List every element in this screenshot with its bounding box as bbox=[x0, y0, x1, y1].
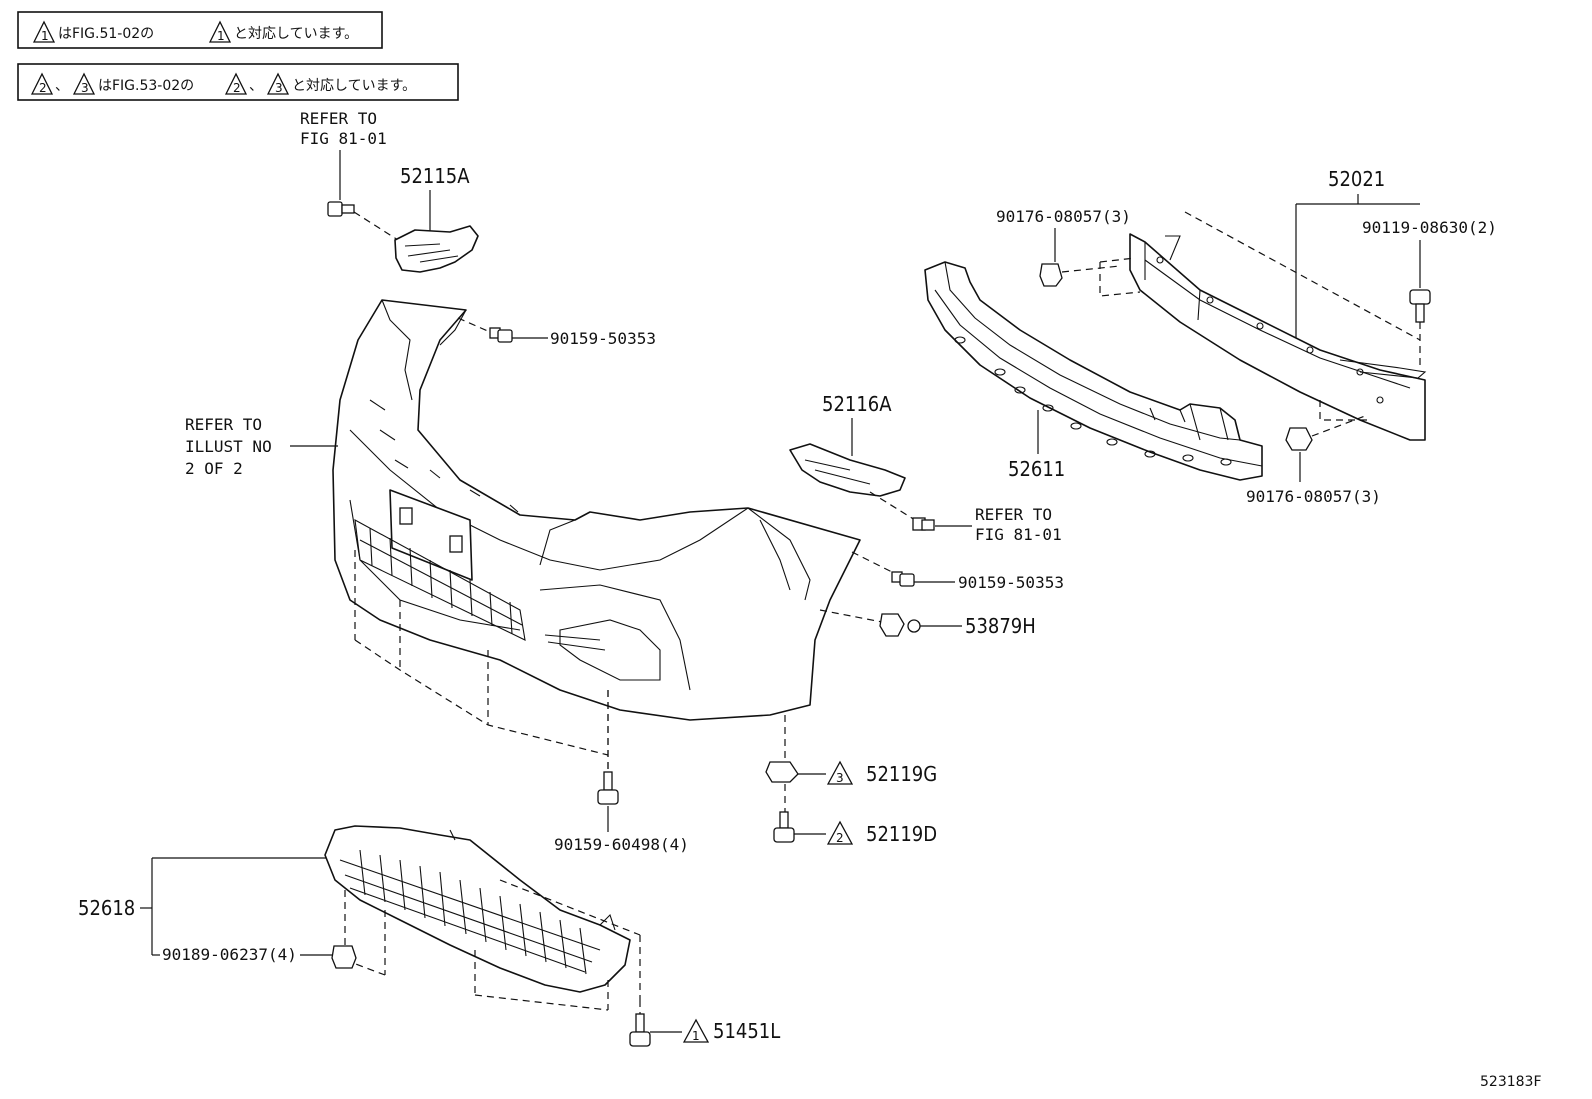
part-label-52618: 52618 bbox=[78, 896, 135, 920]
clip-90159-50353-mid: 90159-50353 bbox=[851, 551, 1064, 592]
ref-top-left-line-2: FIG 81-01 bbox=[300, 129, 387, 148]
clip-90176-08057-top: 90176-08057(3) bbox=[996, 207, 1131, 287]
ref-left-line-3: 2 OF 2 bbox=[185, 459, 243, 478]
note-box-2-sep-a: 、 bbox=[55, 78, 69, 94]
part-label-52021: 52021 bbox=[1328, 167, 1385, 191]
bracket-52115A: 52115A bbox=[394, 164, 479, 273]
note-box-2-sep-b: 、 bbox=[249, 78, 263, 94]
part-label-90189-06237: 90189-06237(4) bbox=[162, 945, 297, 964]
bolt-52119D: 2 52119D bbox=[773, 811, 937, 846]
note-box-1-text-a: はFIG.51-02の bbox=[58, 26, 154, 42]
part-label-90159-50353-mid: 90159-50353 bbox=[958, 573, 1064, 592]
note-box-2: 2 、 3 はFIG.53-02の 2 、 3 と対応しています。 bbox=[17, 63, 459, 101]
part-label-52116A: 52116A bbox=[822, 392, 892, 416]
part-label-90159-60498: 90159-60498(4) bbox=[554, 835, 689, 854]
reinforcement-52021: 52021 bbox=[1099, 167, 1427, 441]
ref-mid-right-line-2: FIG 81-01 bbox=[975, 525, 1062, 544]
clip-90189-06237: 90189-06237(4) bbox=[152, 945, 357, 969]
ref-left-line-1: REFER TO bbox=[185, 415, 262, 434]
note-box-2-text-b: と対応しています。 bbox=[292, 78, 416, 94]
part-label-52611: 52611 bbox=[1008, 457, 1065, 481]
clip-53879H: 53879H bbox=[819, 609, 1036, 638]
part-label-52119G: 52119G bbox=[866, 762, 937, 786]
part-label-53879H: 53879H bbox=[965, 614, 1036, 638]
ref-top-left-line-1: REFER TO bbox=[300, 109, 377, 128]
part-label-52115A: 52115A bbox=[400, 164, 470, 188]
note-box-1-triangle-a: 1 bbox=[41, 29, 49, 43]
bumper-cover bbox=[332, 299, 861, 770]
under-cover-52618: 52618 bbox=[78, 825, 641, 1011]
ref-left: REFER TO ILLUST NO 2 OF 2 bbox=[185, 415, 338, 478]
bolt-90159-60498: 90159-60498(4) bbox=[554, 771, 689, 854]
note-box-2-text-a: はFIG.53-02の bbox=[98, 78, 194, 94]
part-label-51451L: 51451L bbox=[713, 1019, 780, 1043]
part-note-52119G: 3 bbox=[836, 771, 844, 785]
part-label-52119D: 52119D bbox=[866, 822, 937, 846]
ref-mid-right: REFER TO FIG 81-01 bbox=[912, 505, 1062, 544]
note-box-2-triangle-b: 3 bbox=[81, 81, 89, 95]
note-box-2-triangle-d: 3 bbox=[275, 81, 283, 95]
figure-id: 523183F bbox=[1480, 1074, 1542, 1090]
ref-top-left: REFER TO FIG 81-01 bbox=[300, 109, 387, 200]
ref-left-line-2: ILLUST NO bbox=[185, 437, 272, 456]
note-box-2-triangle-a: 2 bbox=[39, 81, 47, 95]
note-box-2-triangle-c: 2 bbox=[233, 81, 241, 95]
bolt-90119-08630: 90119-08630(2) bbox=[1362, 218, 1497, 370]
bolt-51451L: 1 51451L bbox=[629, 1000, 780, 1047]
clip-90159-50353-top: 90159-50353 bbox=[457, 317, 656, 348]
ref-mid-right-line-1: REFER TO bbox=[975, 505, 1052, 524]
bracket-52116A: 52116A bbox=[789, 392, 916, 521]
part-label-90176-08057-top: 90176-08057(3) bbox=[996, 207, 1131, 226]
absorber-52611: 52611 bbox=[924, 261, 1263, 481]
part-label-90159-50353-top: 90159-50353 bbox=[550, 329, 656, 348]
bolt-top-left-icon bbox=[327, 201, 399, 241]
part-note-51451L: 1 bbox=[692, 1029, 700, 1043]
part-note-52119D: 2 bbox=[836, 831, 844, 845]
note-box-1: 1 はFIG.51-02の 1 と対応しています。 bbox=[17, 11, 383, 49]
part-label-90176-08057-bottom: 90176-08057(3) bbox=[1246, 487, 1381, 506]
clip-52119G: 3 52119G bbox=[765, 715, 937, 812]
part-label-90119-08630: 90119-08630(2) bbox=[1362, 218, 1497, 237]
clip-90176-08057-bottom: 90176-08057(3) bbox=[1246, 415, 1381, 506]
note-box-1-text-b: と対応しています。 bbox=[234, 26, 358, 42]
note-box-1-triangle-b: 1 bbox=[217, 29, 225, 43]
